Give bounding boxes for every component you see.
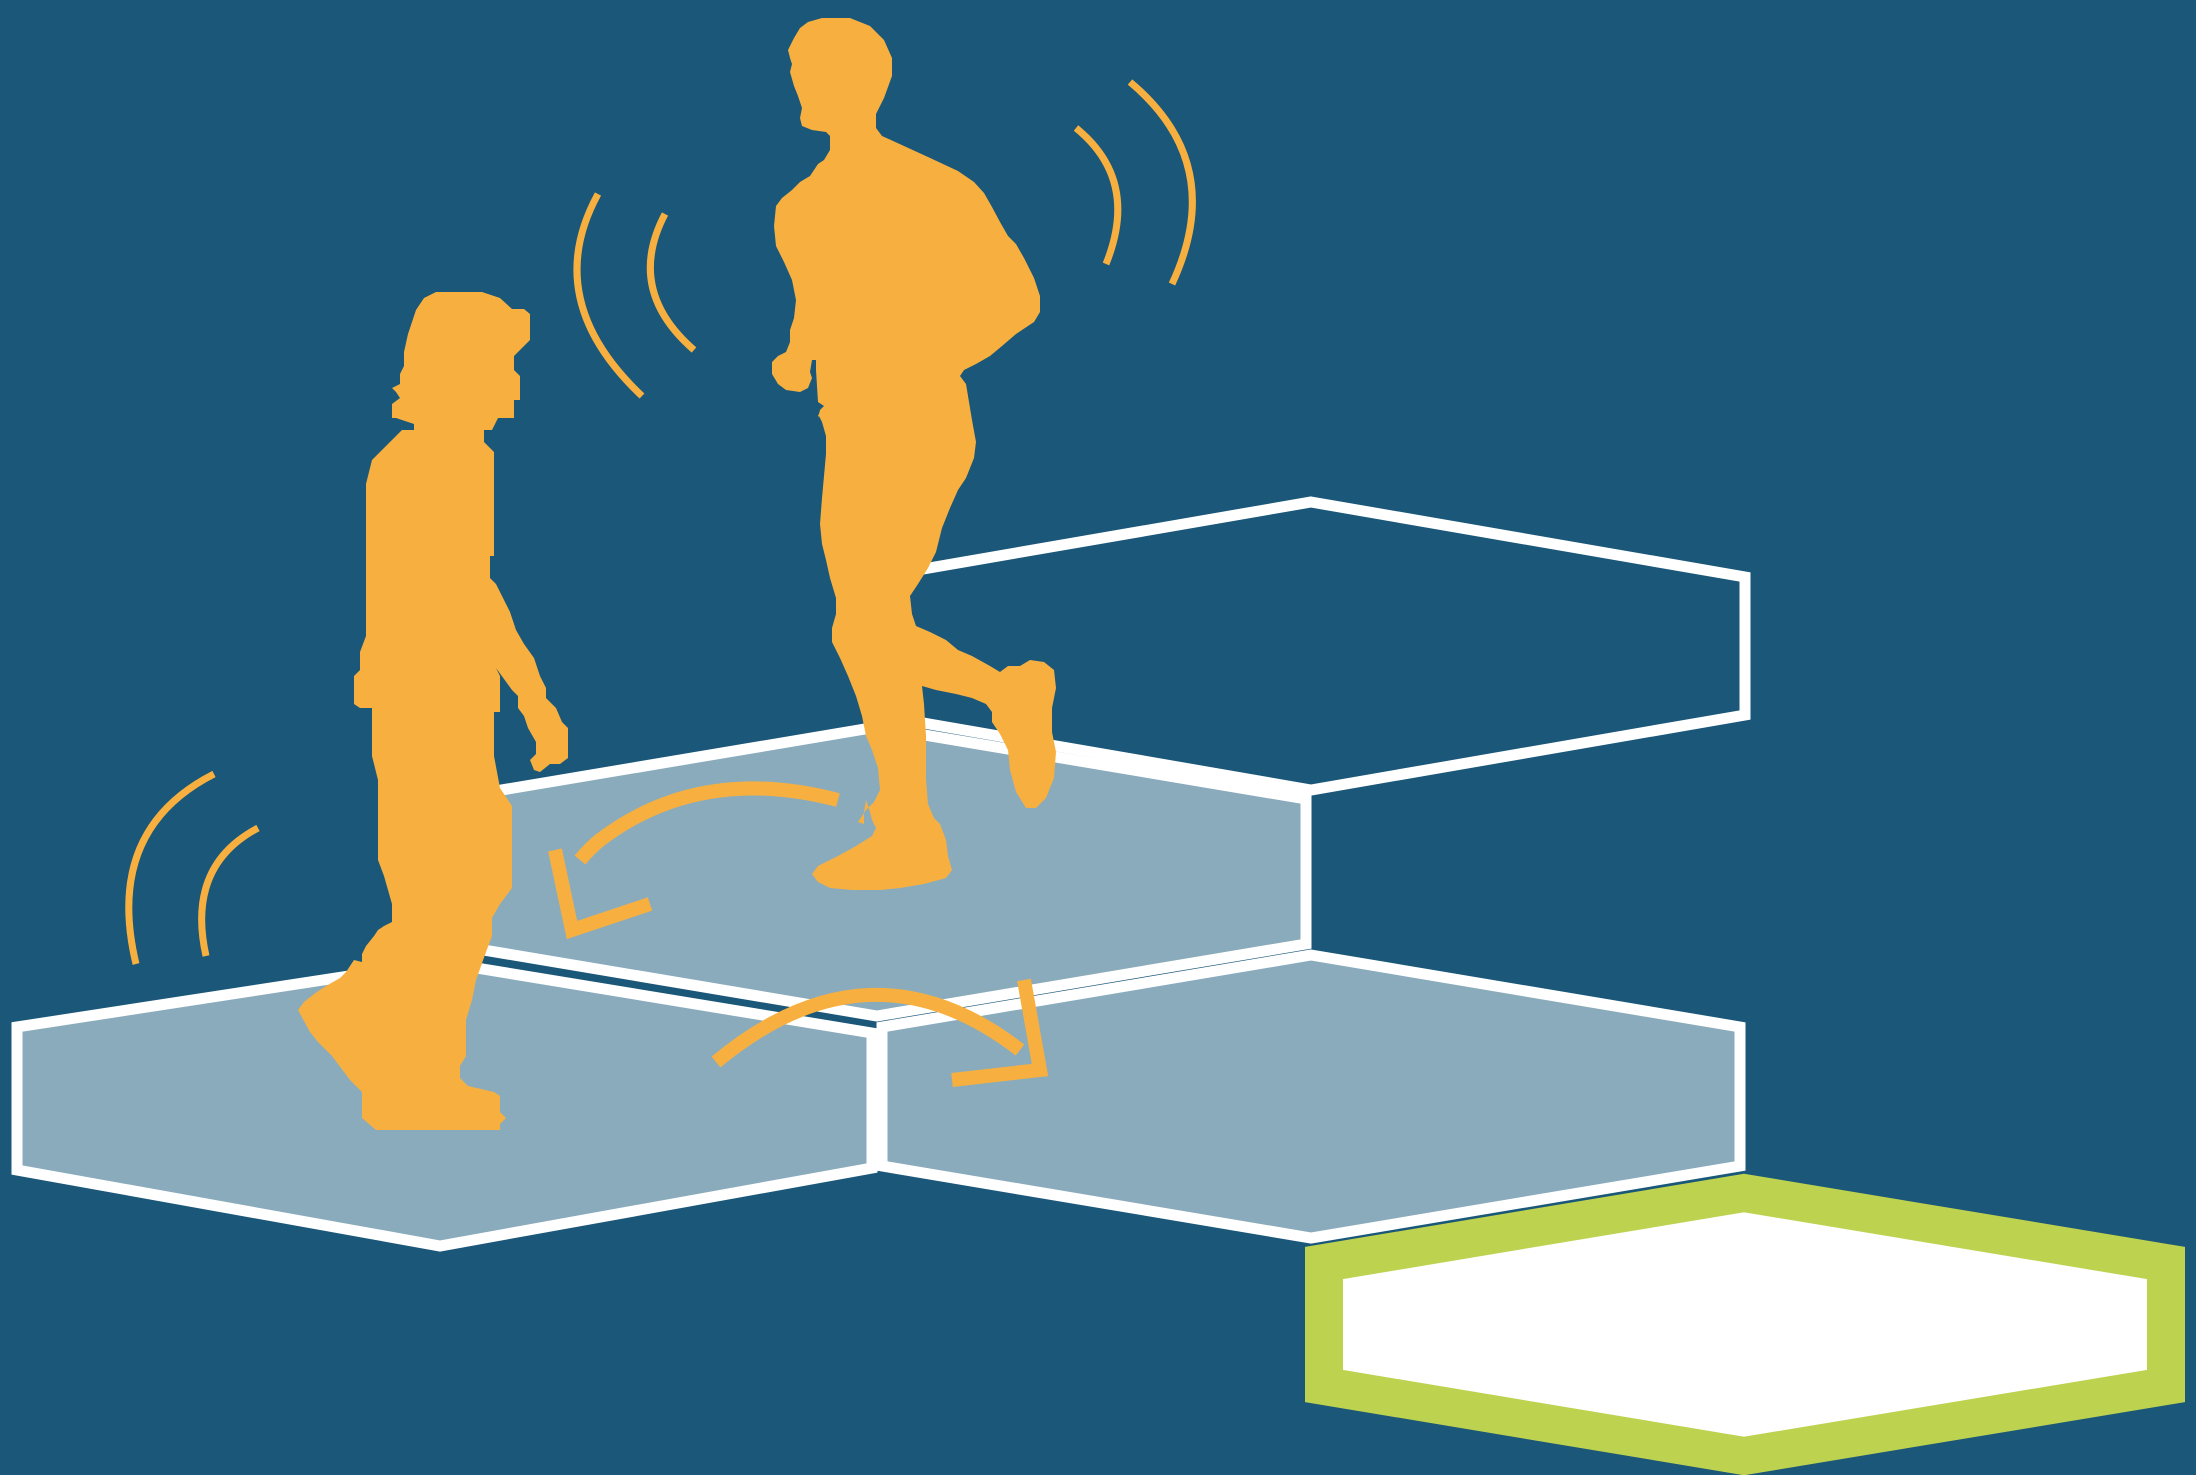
target-hexagon (1324, 1193, 2166, 1456)
